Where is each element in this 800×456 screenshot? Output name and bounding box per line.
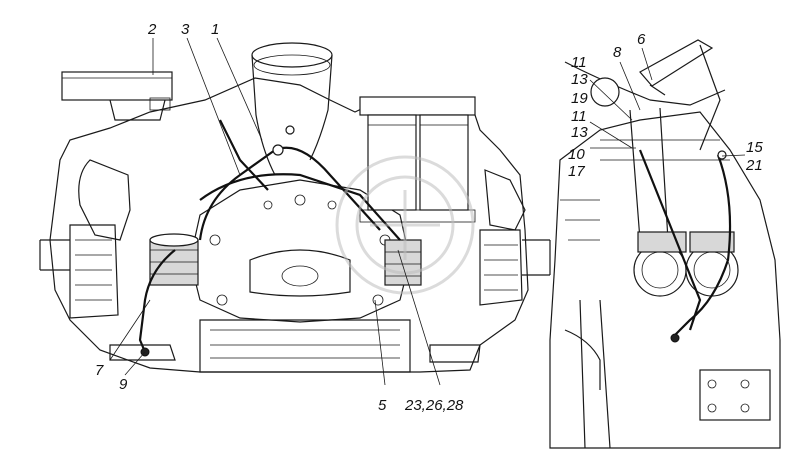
callout-11-upper: 11 [571, 54, 587, 71]
callout-19: 19 [571, 90, 588, 107]
callout-2: 2 [147, 21, 157, 38]
callout-15: 15 [746, 139, 763, 156]
callout-1: 1 [211, 21, 219, 38]
callout-17: 17 [568, 163, 585, 180]
callout-8: 8 [613, 44, 622, 61]
callout-13-upper: 13 [571, 71, 588, 88]
callout-11-lower: 11 [571, 108, 587, 125]
callout-labels: 1 2 3 5 6 7 8 9 10 11 13 19 11 13 17 15 … [95, 21, 763, 414]
callout-5: 5 [378, 397, 387, 414]
callout-6: 6 [637, 31, 646, 48]
callout-13-lower: 13 [571, 124, 588, 141]
callout-23-26-28: 23,26,28 [404, 397, 464, 414]
callout-10: 10 [568, 146, 585, 163]
engine-side-view [549, 39, 781, 449]
leader-lines [109, 37, 746, 386]
callout-21: 21 [745, 157, 763, 174]
callout-9: 9 [119, 376, 128, 393]
callout-3: 3 [181, 21, 190, 38]
engine-front-view [39, 42, 551, 373]
callout-7: 7 [95, 362, 104, 379]
